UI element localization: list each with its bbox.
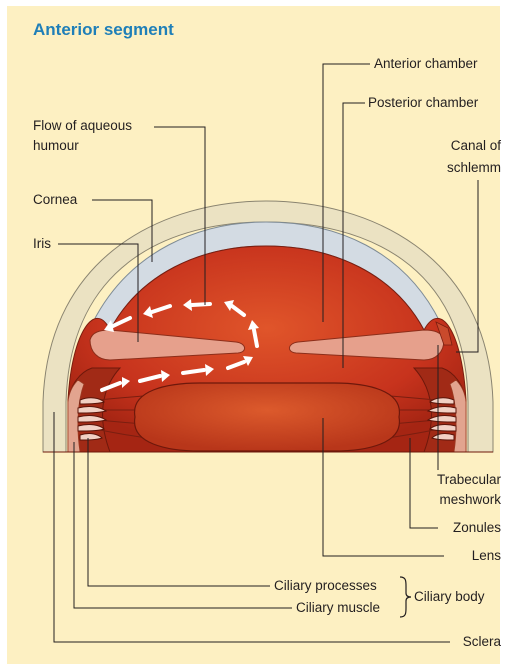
label-iris: Iris — [33, 234, 51, 253]
label-canal-line1: Canal of — [451, 136, 501, 155]
label-flow-line2: humour — [33, 136, 79, 155]
label-posterior-chamber: Posterior chamber — [368, 93, 478, 112]
lens-shape — [135, 383, 400, 451]
label-cornea: Cornea — [33, 190, 77, 209]
label-lens: Lens — [472, 546, 501, 565]
label-canal-line2: schlemm — [447, 158, 501, 177]
label-trabecular-line1: Trabecular — [437, 470, 501, 489]
label-trabecular-line2: meshwork — [439, 490, 501, 509]
label-ciliary-processes: Ciliary processes — [274, 576, 377, 595]
label-ciliary-body: Ciliary body — [414, 587, 485, 606]
label-sclera: Sclera — [463, 632, 501, 651]
diagram-title: Anterior segment — [33, 20, 174, 40]
label-flow-line1: Flow of aqueous — [33, 116, 132, 135]
ciliary-body-brace — [400, 577, 411, 617]
label-ciliary-muscle: Ciliary muscle — [296, 598, 380, 617]
label-zonules: Zonules — [453, 518, 501, 537]
label-anterior-chamber: Anterior chamber — [374, 54, 478, 73]
